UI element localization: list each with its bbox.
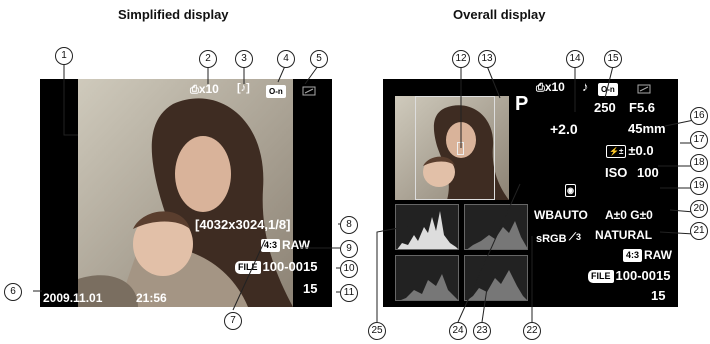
- callout-3: 3: [235, 50, 253, 68]
- photo-image: [78, 79, 293, 307]
- gradation-icon: ⟋: [569, 232, 576, 243]
- simplified-time: 21:56: [136, 291, 167, 305]
- callout-11: 11: [340, 284, 358, 302]
- exposure-comp: +2.0: [550, 121, 578, 137]
- picture-mode: NATURAL: [595, 228, 653, 242]
- callout-5: 5: [310, 50, 328, 68]
- callout-6: 6: [4, 283, 22, 301]
- color-space: sRGB: [536, 233, 567, 245]
- shutter-speed: 250: [594, 100, 616, 115]
- callout-10: 10: [340, 260, 358, 278]
- callout-4: 4: [277, 50, 295, 68]
- simplified-frame-number: 15: [303, 281, 318, 296]
- focal-length: 45mm: [628, 121, 666, 136]
- aperture: F5.6: [629, 100, 656, 115]
- callout-21: 21: [690, 222, 708, 240]
- overall-title: Overall display: [453, 7, 546, 22]
- print-reservation-icon: ⎙: [190, 84, 199, 96]
- crop-frame: [415, 96, 495, 200]
- metering-icon: ◉: [565, 184, 576, 197]
- callout-14: 14: [566, 50, 584, 68]
- callout-19: 19: [690, 177, 708, 195]
- overall-frame-number: 15: [651, 288, 666, 303]
- histogram-red: [464, 204, 528, 250]
- callout-13: 13: [478, 50, 496, 68]
- file-icon: FILE: [588, 270, 614, 284]
- wb-fine-tune: A±0 G±0: [605, 208, 653, 222]
- shooting-mode: P: [515, 93, 529, 115]
- iso-label: ISO: [605, 165, 628, 180]
- gradation: ⟋3: [569, 232, 582, 243]
- callout-15: 15: [604, 50, 622, 68]
- callout-22: 22: [523, 322, 541, 340]
- histogram-green: [395, 255, 459, 301]
- sound-record-icon: [♪]: [237, 82, 250, 94]
- simplified-print-reservation: ⎙x10: [190, 82, 219, 96]
- photo-thumbnail: [395, 96, 509, 200]
- callout-25: 25: [368, 322, 386, 340]
- callout-9: 9: [340, 240, 358, 258]
- overall-print-reservation: ⎙x10: [536, 80, 565, 94]
- simplified-title: Simplified display: [118, 7, 229, 22]
- protect-icon: O-n: [598, 81, 620, 99]
- white-balance: WBAUTO: [534, 208, 588, 222]
- sound-record-icon: ♪: [582, 79, 589, 94]
- callout-7: 7: [224, 312, 242, 330]
- callout-8: 8: [340, 216, 358, 234]
- callout-2: 2: [199, 50, 217, 68]
- callout-1: 1: [55, 47, 73, 65]
- card-write-icon: [302, 83, 316, 101]
- flash-comp: ⚡±±0.0: [606, 143, 654, 159]
- callout-12: 12: [452, 50, 470, 68]
- callout-18: 18: [690, 154, 708, 172]
- callout-20: 20: [690, 200, 708, 218]
- iso-value: 100: [637, 165, 659, 180]
- simplified-photo: [78, 79, 293, 307]
- histogram-blue: [464, 255, 528, 301]
- callout-16: 16: [690, 107, 708, 125]
- simplified-resolution: [4032x3024,1/8]: [195, 217, 291, 232]
- protect-icon: O-n: [266, 83, 288, 101]
- aspect-badge: 4:3: [623, 249, 643, 263]
- print-reservation-icon: ⎙: [536, 82, 545, 94]
- flash-comp-icon: ⚡±: [606, 145, 627, 159]
- simplified-date: 2009.11.01: [43, 291, 103, 305]
- overall-screen: ⎙x10 ♪ O-n P 250 F5.6 +2.0 45mm ⚡±±0.0 I…: [383, 79, 678, 307]
- callout-17: 17: [690, 131, 708, 149]
- card-write-icon: [637, 81, 651, 99]
- callout-23: 23: [473, 322, 491, 340]
- overall-photo: [395, 96, 509, 200]
- callout-24: 24: [449, 322, 467, 340]
- aspect-badge: 4:3: [261, 239, 281, 253]
